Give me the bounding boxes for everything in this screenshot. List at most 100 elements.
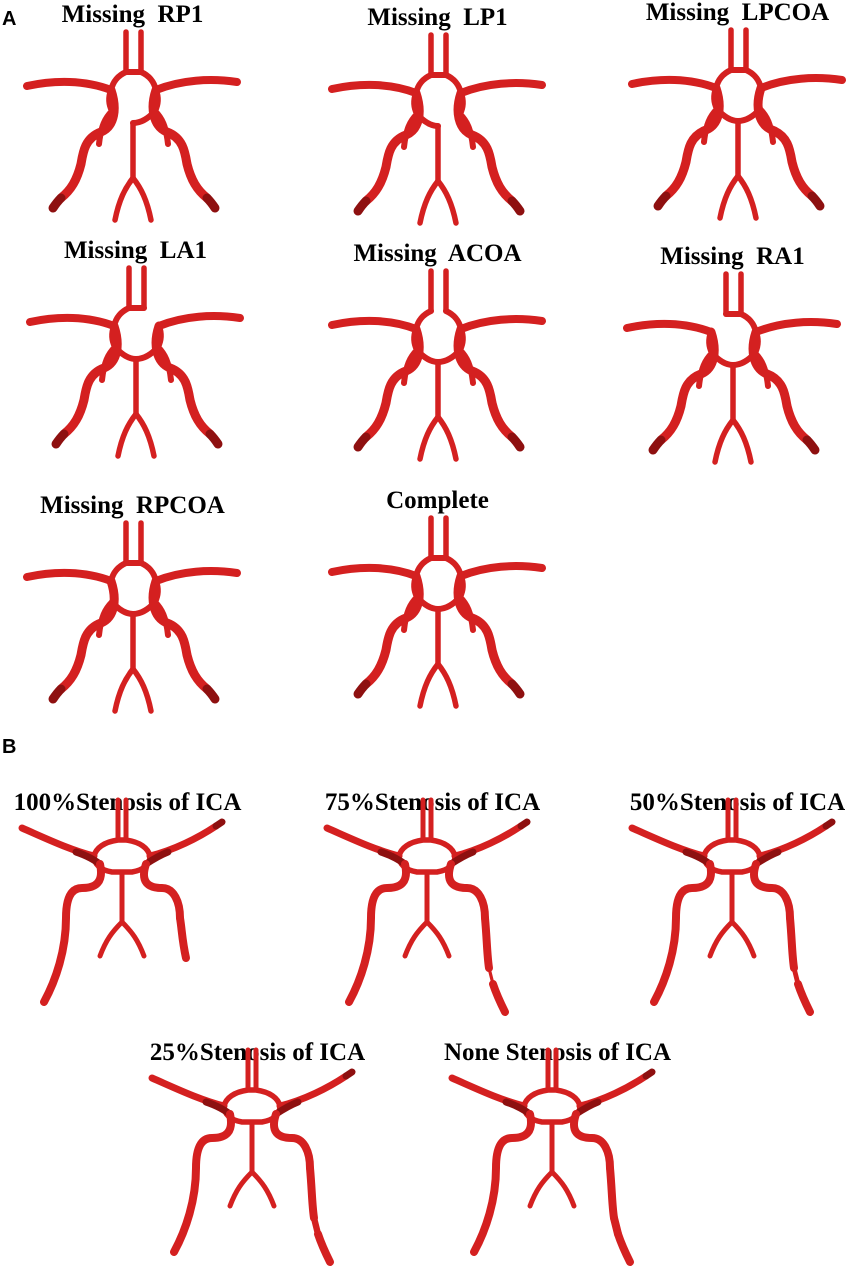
vessel-figure: Missing ACOA [310, 241, 565, 476]
internal-carotid-right [56, 576, 119, 694]
internal-carotid-left-lower [314, 1230, 334, 1266]
middle-cerebral-artery-right [23, 568, 115, 585]
internal-carotid-left-upper [570, 1110, 614, 1172]
figure-title: 25%Stenosis of ICA [149, 1039, 366, 1066]
vessel-figure: Missing RPCOA [5, 493, 260, 728]
internal-carotid-left-lower [507, 679, 525, 699]
internal-carotid-left-upper [140, 860, 184, 922]
internal-carotid-left-lower [807, 191, 825, 211]
vertebral-artery-right [97, 919, 125, 959]
vertebral-artery-left [424, 919, 452, 959]
internal-carotid-right-lower [353, 679, 371, 699]
internal-carotid-right [470, 1110, 535, 1256]
circle-of-willis [701, 837, 763, 875]
internal-carotid-left [453, 324, 517, 442]
vertebral-artery-left [729, 919, 757, 959]
vertebral-artery-right [402, 919, 430, 959]
vessel-diagram [18, 797, 226, 1006]
internal-carotid-right [361, 571, 424, 689]
internal-carotid-right [661, 83, 724, 201]
middle-cerebral-artery-right [26, 313, 118, 330]
middle-cerebral-artery-left-tip [822, 818, 836, 830]
internal-carotid-right-lower [653, 191, 671, 211]
middle-cerebral-artery-left [576, 1072, 650, 1110]
internal-carotid-right-lower [48, 684, 66, 704]
internal-carotid-right-lower [353, 196, 371, 216]
middle-cerebral-artery-left [276, 1072, 350, 1110]
internal-carotid-left-upper [445, 860, 489, 922]
internal-carotid-right [656, 327, 719, 445]
middle-cerebral-artery-left [451, 822, 525, 860]
vessel-figure: None Stenosis of ICA [430, 1040, 685, 1275]
vessel-diagram [628, 27, 846, 221]
vessel-figure: 50%Stenosis of ICA [610, 790, 865, 1025]
middle-cerebral-artery-left [152, 567, 241, 585]
internal-carotid-right [361, 324, 424, 442]
vessel-diagram [26, 265, 244, 459]
posterior-cerebral-artery-right [401, 594, 420, 633]
circle-of-willis [221, 1087, 283, 1125]
vessel-diagram [628, 797, 836, 1016]
posterior-cerebral-artery-right [96, 108, 115, 147]
middle-cerebral-artery-right [628, 75, 720, 92]
internal-carotid-right-lower [48, 193, 66, 213]
vertebral-artery-right [717, 173, 741, 221]
posterior-cerebral-artery-left [457, 347, 476, 386]
vessel-figure: Missing LA1 [8, 238, 263, 473]
internal-carotid-left-lower [507, 196, 525, 216]
middle-cerebral-artery-left-tip [342, 1068, 356, 1080]
middle-cerebral-artery-left [457, 79, 546, 97]
middle-cerebral-artery-right [23, 77, 115, 94]
middle-cerebral-artery-left [152, 76, 241, 94]
vessel-diagram [148, 1047, 356, 1266]
middle-cerebral-artery-left [757, 74, 846, 92]
internal-carotid-left-lower [489, 980, 509, 1016]
circle-of-willis [91, 837, 153, 875]
figure-title: 100%Stenosis of ICA [13, 789, 242, 816]
vertebral-artery-right [417, 414, 441, 462]
vessel-figure: Complete [310, 488, 565, 723]
vessel-figure: Missing RA1 [605, 244, 860, 479]
middle-cerebral-artery-right [328, 80, 420, 97]
vessel-figure: Missing LPCOA [610, 0, 865, 235]
internal-carotid-left-occluded [176, 914, 190, 962]
posterior-cerebral-artery-right [96, 599, 115, 638]
figure-title: Missing LA1 [63, 237, 208, 264]
middle-cerebral-artery-right [328, 563, 420, 580]
vertebral-artery-right [417, 178, 441, 226]
vessel-diagram [328, 268, 546, 462]
posterior-cerebral-artery-left [457, 594, 476, 633]
internal-carotid-right [40, 860, 105, 1006]
internal-carotid-left-lower [794, 980, 814, 1016]
vertebral-artery-left [119, 919, 147, 959]
vessel-figure: Missing RP1 [5, 2, 260, 237]
figure-title: Missing RA1 [660, 243, 805, 270]
internal-carotid-left-mid [306, 1164, 318, 1222]
internal-carotid-right [56, 85, 119, 203]
internal-carotid-left [453, 88, 517, 206]
figure-title: 50%Stenosis of ICA [629, 789, 846, 816]
posterior-cerebral-artery-left [457, 111, 476, 150]
vertebral-artery-right [112, 666, 136, 714]
middle-cerebral-artery-right [328, 316, 420, 333]
vessel-diagram [328, 515, 546, 709]
internal-carotid-right-lower [51, 429, 69, 449]
circle-of-willis [521, 1087, 583, 1125]
internal-carotid-left-lower [205, 429, 223, 449]
posterior-cerebral-artery-left [152, 108, 171, 147]
vertebral-artery-left [249, 1169, 277, 1209]
middle-cerebral-artery-left [752, 318, 841, 336]
vessel-diagram [23, 520, 241, 714]
vertebral-artery-right [712, 417, 736, 465]
vertebral-artery-left [435, 178, 459, 226]
vertebral-artery-right [115, 411, 139, 459]
middle-cerebral-artery-left-tip [212, 818, 226, 830]
vertebral-artery-right [707, 919, 735, 959]
vertebral-artery-left [549, 1169, 577, 1209]
internal-carotid-left [753, 83, 817, 201]
vessel-figure: 100%Stenosis of ICA [0, 790, 255, 1025]
middle-cerebral-artery-left-tip [517, 818, 531, 830]
vessel-diagram [328, 32, 546, 226]
figure-title: Missing LPCOA [645, 0, 830, 26]
posterior-cerebral-artery-right [696, 350, 715, 389]
